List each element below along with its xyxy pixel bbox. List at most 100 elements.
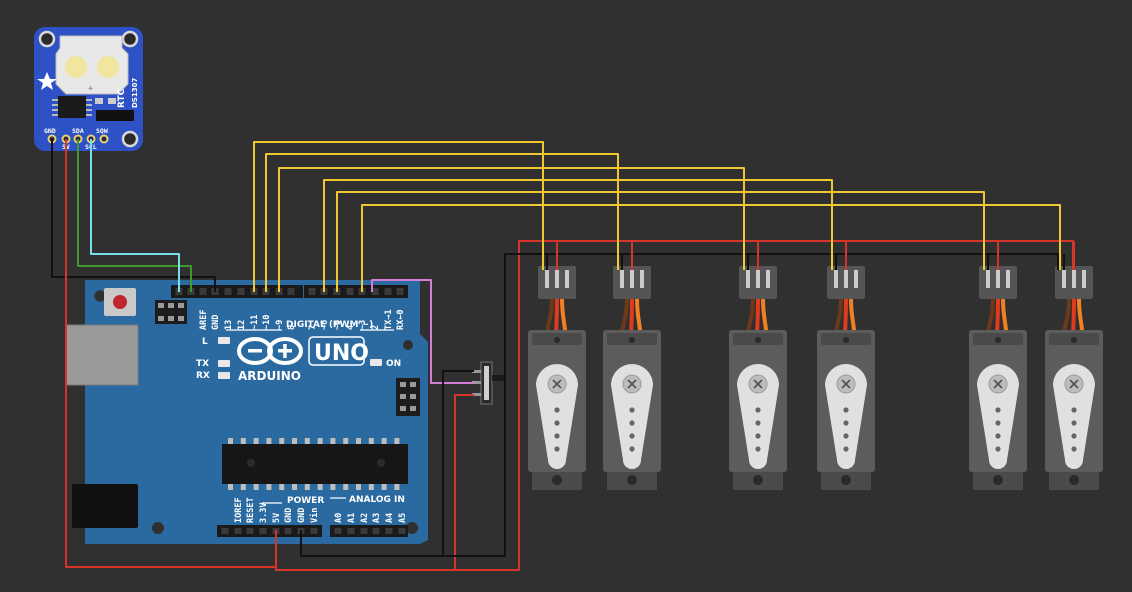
wire-rtc-scl — [90, 139, 180, 292]
digital-header-left — [171, 285, 219, 298]
power-pin[interactable] — [221, 528, 229, 534]
servo-motor[interactable] — [969, 266, 1027, 490]
arduino-brand-label: ARDUINO — [238, 369, 301, 383]
servo-motor[interactable] — [603, 266, 661, 490]
wire-servo-signal — [278, 167, 745, 292]
digital-pin-label: ~10 — [262, 315, 272, 330]
digital-pin-label: ~6 — [320, 320, 330, 330]
power-header-label: POWER — [287, 496, 324, 506]
servo-horn — [536, 364, 578, 469]
digital-pin[interactable] — [308, 288, 316, 295]
ds1307-chip — [58, 96, 86, 118]
logo-star-icon — [37, 72, 57, 90]
battery-holder — [55, 35, 129, 95]
digital-pin[interactable] — [371, 288, 379, 295]
battery-contact — [97, 56, 119, 78]
power-pin-label: Vin — [309, 508, 320, 523]
wire-switch-signal — [371, 279, 474, 384]
switch-knob[interactable] — [492, 375, 504, 381]
wire-servo-signal — [361, 204, 1061, 292]
atmega-chip — [222, 444, 408, 484]
horn-screw-icon — [753, 379, 763, 389]
digital-pin-label: RX←0 — [396, 310, 406, 330]
analog-pin-label: A0 — [334, 513, 344, 523]
servo-motor[interactable] — [528, 266, 586, 490]
power-pin[interactable] — [310, 528, 318, 534]
reset-button[interactable] — [113, 295, 127, 309]
digital-pin-label: 7 — [308, 325, 318, 330]
servo-horn — [611, 364, 653, 469]
digital-pin-label: TX→1 — [384, 310, 394, 330]
horn-screw-icon — [552, 379, 562, 389]
rtc-model-label: DS1307 — [131, 78, 139, 108]
uno-badge — [308, 336, 365, 366]
digital-pin[interactable] — [287, 288, 295, 295]
power-header — [217, 525, 322, 537]
digital-pin-label: ~3 — [358, 320, 368, 330]
analog-pin[interactable] — [385, 528, 393, 534]
power-pin[interactable] — [234, 528, 242, 534]
rtc-pin-sqw[interactable] — [99, 134, 109, 144]
led-label-l: L — [202, 337, 208, 347]
led-label-tx: TX — [196, 359, 209, 369]
usb-port — [65, 324, 139, 386]
digital-pin-label: 13 — [224, 320, 234, 330]
servo-motor[interactable] — [729, 266, 787, 490]
digital-pin-label: 12 — [237, 320, 247, 330]
rtc-chip-label: RTC — [117, 88, 127, 108]
digital-pin-label: ~9 — [275, 320, 285, 330]
analog-pin[interactable] — [347, 528, 355, 534]
digital-pin-label: GND — [211, 315, 221, 330]
digital-pin[interactable] — [396, 288, 404, 295]
analog-header — [330, 525, 408, 537]
horn-screw-icon — [627, 379, 637, 389]
power-pin[interactable] — [246, 528, 254, 534]
led-on — [370, 359, 382, 366]
wire-servo-signal — [265, 153, 619, 292]
mounting-hole — [403, 340, 413, 350]
analog-pin[interactable] — [334, 528, 342, 534]
rtc-pin-label-sqw: SQW — [96, 127, 108, 135]
analog-pin[interactable] — [372, 528, 380, 534]
power-jack — [72, 484, 138, 528]
power-pin-label: IOREF — [234, 497, 244, 523]
analog-pin[interactable] — [398, 528, 406, 534]
digital-pin-label: 4 — [346, 325, 356, 330]
analog-header-label: ANALOG IN — [349, 495, 405, 505]
wire-servo-signal — [336, 191, 985, 292]
servo-motor[interactable] — [1045, 266, 1103, 490]
digital-header-right — [304, 285, 408, 298]
wire-rtc-gnd — [51, 139, 216, 292]
digital-pin[interactable] — [224, 288, 232, 295]
power-pin-label: RESET — [246, 497, 256, 523]
servo-horn — [1053, 364, 1095, 469]
analog-pin-label: A3 — [372, 513, 382, 523]
digital-pin[interactable] — [199, 288, 207, 295]
slide-switch[interactable] — [472, 361, 504, 405]
power-pin[interactable] — [284, 528, 292, 534]
digital-pin[interactable] — [346, 288, 354, 295]
digital-pin[interactable] — [237, 288, 245, 295]
icsp2-header — [396, 378, 420, 416]
digital-pin[interactable] — [384, 288, 392, 295]
power-pin[interactable] — [259, 528, 267, 534]
wire-switch-gnd — [442, 370, 474, 556]
digital-pin-label: 8 — [287, 325, 297, 330]
arduino-infinity-icon — [237, 337, 303, 365]
led-l — [218, 337, 230, 344]
power-pin-label: GND — [284, 508, 294, 523]
servo-horn — [825, 364, 867, 469]
servo-motor[interactable] — [817, 266, 875, 490]
mounting-hole — [406, 522, 418, 534]
servo-group — [528, 266, 1103, 490]
analog-pin-label: A1 — [347, 513, 357, 523]
wire-servo-ground-bus — [300, 253, 1059, 557]
analog-pin[interactable] — [360, 528, 368, 534]
mounting-hole — [38, 30, 56, 48]
wire-servo-signal — [253, 141, 544, 292]
mounting-hole — [121, 30, 139, 48]
